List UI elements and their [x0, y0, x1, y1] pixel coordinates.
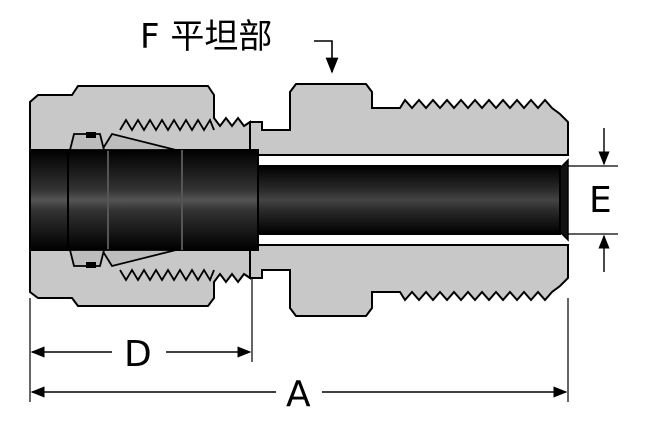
body-lower-half: [249, 244, 569, 317]
dimension-e-label: E: [589, 180, 612, 221]
dimension-e: E: [568, 128, 618, 272]
nut-thread-lower: [119, 268, 215, 283]
body-bore: [257, 165, 561, 235]
dimension-a: A: [29, 298, 569, 415]
nut-thread-upper: [119, 117, 215, 132]
flat-callout-leader: [314, 40, 339, 74]
dimension-d-label: D: [124, 334, 152, 375]
front-ferrule: [100, 132, 177, 268]
back-ferrule: [68, 132, 106, 268]
dimension-a-label: A: [286, 374, 311, 415]
body-upper-half: [249, 83, 569, 156]
flat-callout-label: F 平坦部: [140, 17, 272, 57]
connector-body: [249, 83, 569, 317]
dimension-d: D: [29, 278, 253, 375]
tube: [29, 149, 259, 251]
